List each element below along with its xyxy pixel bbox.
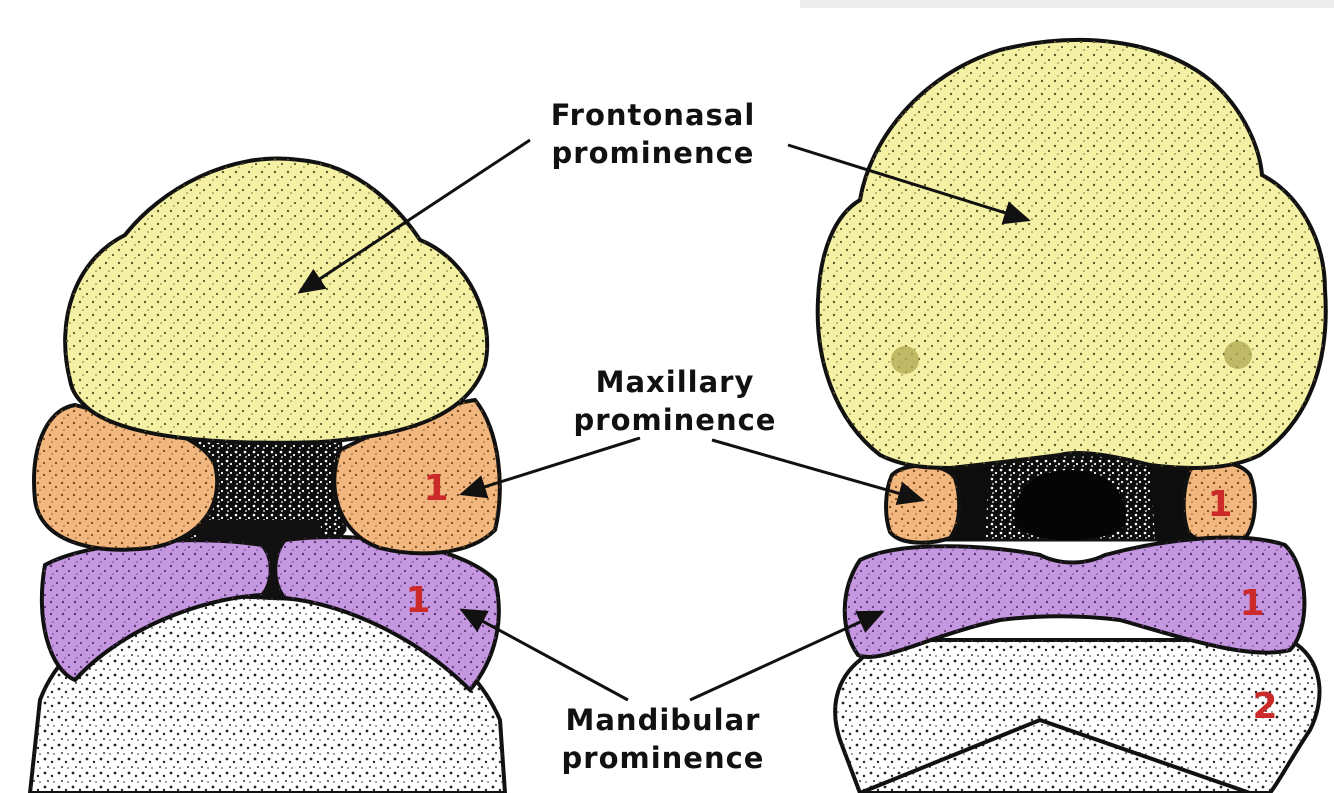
corner-shade — [800, 0, 1334, 8]
left-nasal-placode — [891, 346, 919, 374]
labels: Frontonasal prominence Maxillary promine… — [551, 98, 777, 775]
right-nasal-placode — [1224, 341, 1252, 369]
right-mandibular-number: 1 — [1239, 583, 1264, 624]
frontonasal-arrow-left — [297, 138, 531, 294]
left-mandibular-number: 1 — [405, 580, 430, 621]
left-maxillary-left-stipple — [34, 405, 218, 550]
right-dark-band-left — [950, 455, 990, 540]
frontonasal-label-line2: prominence — [552, 136, 755, 170]
right-maxillary-left-stipple — [886, 465, 960, 543]
left-frontonasal-stipple — [65, 158, 488, 443]
right-maxillary-number: 1 — [1207, 484, 1232, 525]
left-embryo-face — [27, 156, 508, 793]
maxillary-arrow-right — [711, 438, 925, 505]
frontonasal-label-line1: Frontonasal — [551, 98, 756, 132]
right-oral-opening — [1014, 470, 1126, 540]
mandibular-arrow-left — [459, 608, 629, 702]
maxillary-label-line1: Maxillary — [596, 365, 755, 399]
mandibular-label-line2: prominence — [562, 741, 765, 775]
pointer-arrows — [297, 138, 1031, 702]
right-lower-stipple — [835, 640, 1320, 793]
left-mandibular-left-stipple — [41, 540, 271, 680]
mandibular-arrow-right — [689, 610, 885, 702]
right-maxillary-right-stipple — [1183, 462, 1255, 543]
arch-numbers: 1 1 1 1 2 — [405, 468, 1277, 727]
right-dark-band-right — [1150, 455, 1190, 540]
left-lower-stipple — [30, 596, 505, 793]
right-lower-cleft — [859, 717, 1251, 793]
maxillary-label-line2: prominence — [574, 403, 777, 437]
right-embryo-face — [815, 38, 1328, 793]
right-mandibular-stipple — [844, 537, 1305, 657]
frontonasal-arrow-right — [787, 143, 1031, 225]
left-maxillary-right-stipple — [334, 400, 500, 554]
left-maxillary-number: 1 — [423, 468, 448, 509]
right-frontonasal-stipple — [817, 40, 1326, 468]
left-mandibular-right-stipple — [275, 536, 499, 690]
maxillary-arrow-left — [459, 436, 641, 499]
mandibular-label-line1: Mandibular — [566, 703, 761, 737]
right-second-arch-number: 2 — [1252, 686, 1277, 727]
